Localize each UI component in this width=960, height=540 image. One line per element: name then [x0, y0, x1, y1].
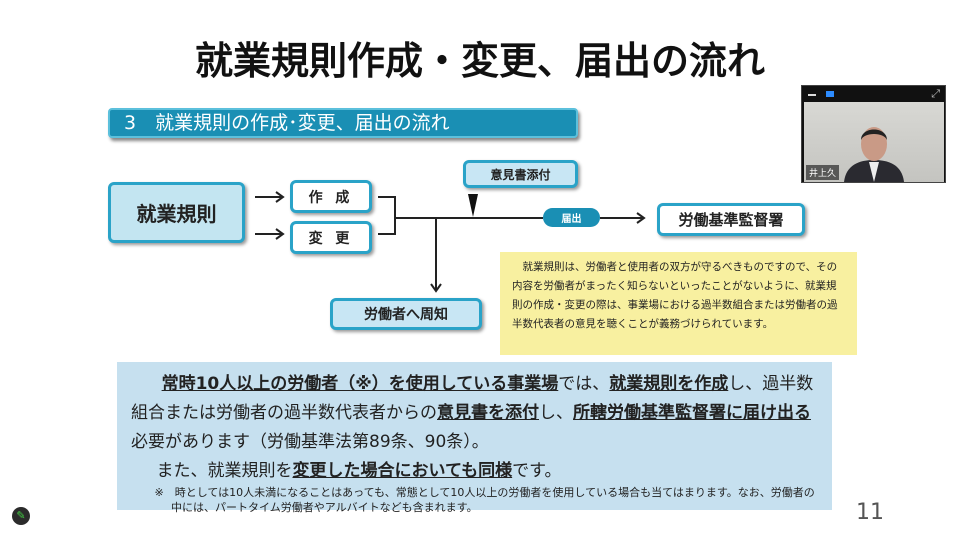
minimize-icon[interactable] — [808, 94, 816, 96]
create-box: 作 成 — [290, 180, 372, 213]
opinion-attach-box: 意見書添付 — [463, 160, 578, 188]
labor-office-box: 労働基準監督署 — [657, 203, 805, 236]
submit-pill: 届出 — [543, 208, 600, 227]
notify-workers-box: 労働者へ周知 — [330, 298, 482, 330]
page-number: 11 — [856, 500, 884, 525]
slide-title: 就業規則作成・変更、届出の流れ — [194, 39, 765, 83]
rules-box: 就業規則 — [108, 182, 245, 243]
requirement-text: 常時10人以上の労働者（※）を使用している事業場では、就業規則を作成し、過半数組… — [131, 374, 814, 452]
participant-video: 井上久 — [804, 102, 944, 182]
participant-name: 井上久 — [806, 165, 840, 180]
expand-icon[interactable]: ⤢ — [931, 87, 940, 100]
video-toolbar: ⤢ — [802, 86, 945, 102]
change-text: また、就業規則を変更した場合においても同様です。 — [156, 461, 562, 481]
change-box: 変 更 — [290, 221, 372, 254]
video-thumbnail[interactable]: ⤢ 井上久 — [801, 85, 946, 183]
video-view-icon[interactable] — [826, 91, 834, 97]
footnote: ※ 時としては10人未満になることはあっても、常態として10人以上の労働者を使用… — [154, 486, 815, 514]
section-header: 3 就業規則の作成･変更、届出の流れ — [108, 108, 578, 138]
participant-figure — [844, 127, 904, 182]
requirement-box: 常時10人以上の労働者（※）を使用している事業場では、就業規則を作成し、過半数組… — [117, 362, 832, 514]
annotate-icon[interactable]: ✎ — [12, 507, 30, 525]
explanation-note: 就業規則は、労働者と使用者の双方が守るべきものですので、その内容を労働者がまった… — [500, 252, 857, 355]
pointer-triangle — [468, 194, 478, 217]
